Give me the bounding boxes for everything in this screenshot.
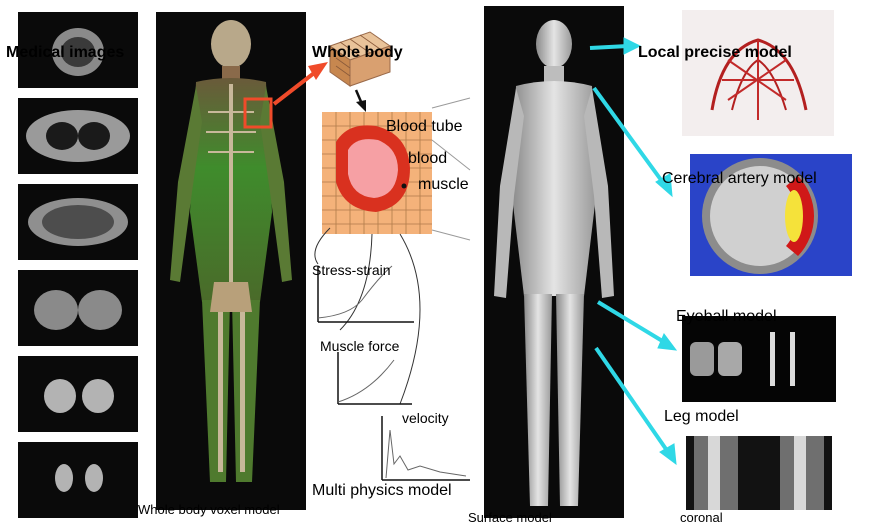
stress-strain-label: Stress-strain [312, 262, 391, 278]
cerebral-artery-model-label: Cerebral artery model [662, 170, 817, 188]
muscle-label: muscle [418, 176, 469, 194]
cyan-arrows [590, 38, 676, 464]
whole-body-label: Whole body [312, 44, 403, 62]
red-arrow [274, 70, 318, 104]
medical-images-label: Medical images [6, 44, 124, 62]
blood-label: blood [408, 150, 447, 168]
local-precise-model-label: Local precise model [638, 44, 792, 62]
velocity-label: velocity [402, 410, 449, 426]
multi-physics-model-label: Multi physics model [312, 482, 452, 500]
eyeball-model-label: Eyeball model [676, 308, 777, 326]
muscle-force-label: Muscle force [320, 338, 399, 354]
leg-model-label: Leg model [664, 408, 739, 426]
muscle-force-plot [338, 352, 412, 404]
blood-tube-label: Blood tube [386, 118, 463, 136]
whole-body-voxel-model-label: Whole body voxel model [138, 502, 280, 517]
